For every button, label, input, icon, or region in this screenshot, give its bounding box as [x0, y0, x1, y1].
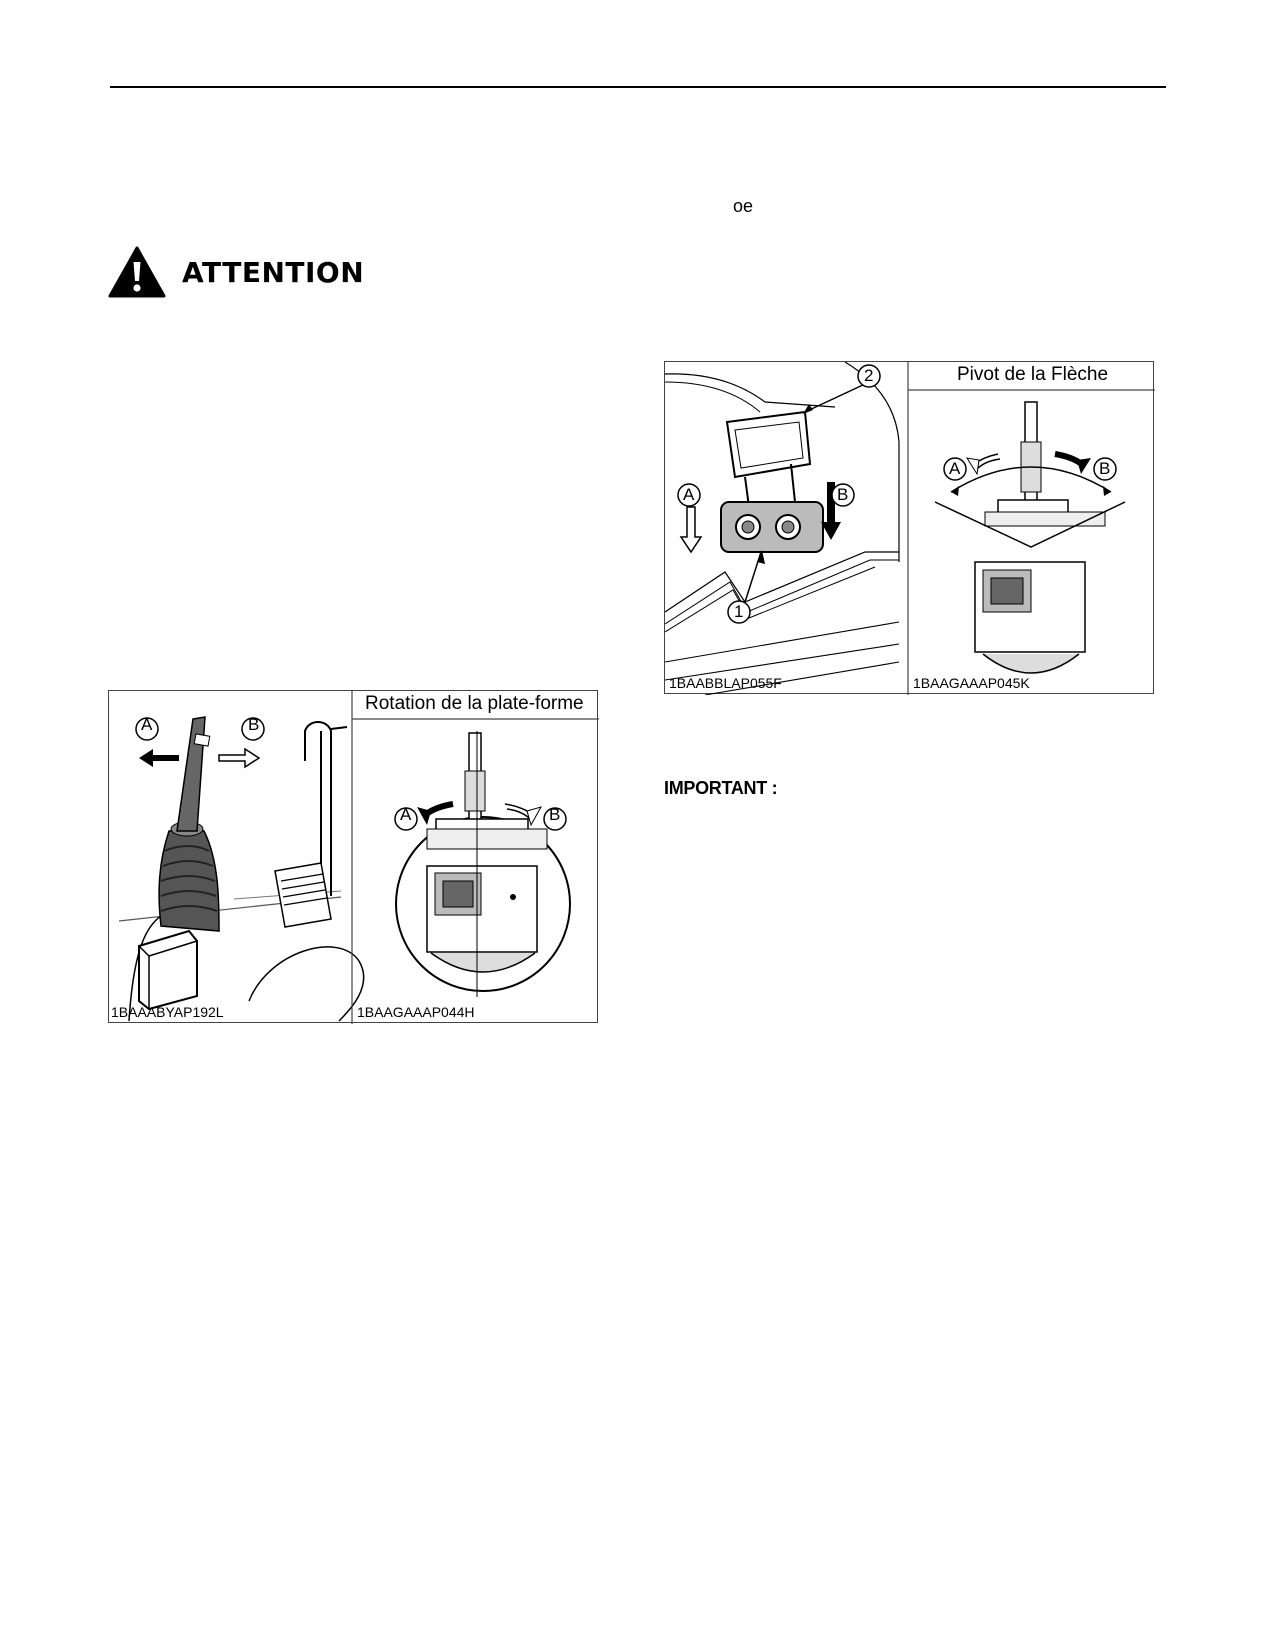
figure-left-heading: Rotation de la plate-forme — [365, 693, 584, 714]
warning-icon — [108, 246, 166, 298]
figure-right-heading: Pivot de la Flèche — [957, 364, 1109, 385]
label-b-left: B — [248, 715, 260, 734]
label-a-left: A — [141, 715, 153, 734]
label-b-platform: B — [549, 805, 561, 824]
figure-platform-rotation: A B A B Rotation de la plate-forme 1BAAA… — [108, 690, 599, 1024]
important-label: IMPORTANT : — [664, 778, 778, 798]
label-b-pedal: B — [837, 485, 849, 504]
joystick-drawing — [118, 691, 599, 1024]
figure-left-caption-a: 1BAAABYAP192L — [111, 1004, 224, 1020]
callout-2: 2 — [864, 366, 874, 385]
warning-heading: ATTENTION — [108, 246, 364, 298]
label-a-platform: A — [400, 805, 412, 824]
pedal-drawing — [665, 362, 1155, 695]
label-a-pedal: A — [683, 485, 695, 504]
label-b-boom: B — [1099, 459, 1111, 478]
figure-left-caption-b: 1BAAGAAAP044H — [357, 1004, 475, 1020]
figure-right-caption-b: 1BAAGAAAP045K — [913, 675, 1030, 691]
header-ligature-text: oe — [733, 196, 754, 216]
figure-boom-pivot: A B 2 1 A B Pivot de la Flèche 1BAABBLAP… — [664, 361, 1155, 695]
warning-title: ATTENTION — [182, 255, 365, 289]
label-a-boom: A — [949, 459, 961, 478]
callout-1: 1 — [734, 602, 744, 621]
header-rule — [110, 86, 1166, 88]
figure-right-caption-a: 1BAABBLAP055F — [669, 675, 782, 691]
